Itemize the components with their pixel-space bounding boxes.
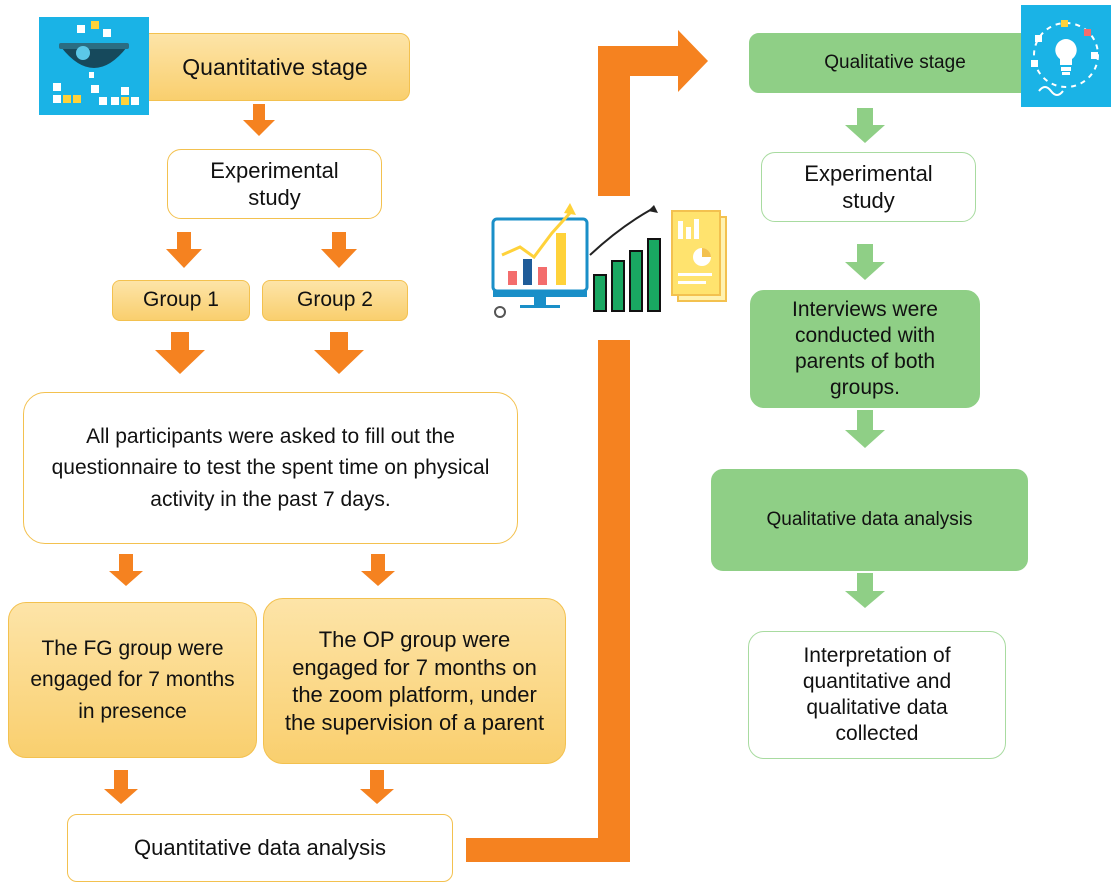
arrow-down-8 [104,770,138,804]
arrow-down-4 [155,332,205,374]
quantitative-stage-box: Quantitative stage [140,33,410,101]
qualitative-stage-box: Qualitative stage [749,33,1041,93]
arrow-down-3 [321,232,357,268]
interpretation-box: Interpretation of quantitative and quali… [748,631,1006,759]
orange-down-arrows [104,104,395,804]
green-arrow-2 [845,244,885,280]
analytics-charts-icon [491,203,727,318]
green-arrow-3 [845,410,885,448]
arrow-down-7 [361,554,395,586]
interviews-box: Interviews were conducted with parents o… [750,290,980,408]
idea-lightbulb-icon [1021,5,1111,107]
arrow-down-5 [314,332,364,374]
experimental-study-box-left: Experimental study [167,149,382,219]
arrow-down-2 [166,232,202,268]
green-arrow-4 [845,573,885,608]
data-sorting-icon [39,17,149,115]
participants-questionnaire-box: All participants were asked to fill out … [23,392,518,544]
stage-connector-arrow [466,30,708,862]
green-down-arrows [845,108,885,608]
arrow-down-1 [243,104,275,136]
fg-group-box: The FG group were engaged for 7 months i… [8,602,257,758]
experimental-study-box-right: Experimental study [761,152,976,222]
qualitative-data-analysis-box: Qualitative data analysis [711,469,1028,571]
quantitative-data-analysis-box: Quantitative data analysis [67,814,453,882]
arrow-down-9 [360,770,394,804]
group-1-box: Group 1 [112,280,250,321]
arrow-down-6 [109,554,143,586]
op-group-box: The OP group were engaged for 7 months o… [263,598,566,764]
group-2-box: Group 2 [262,280,408,321]
green-arrow-1 [845,108,885,143]
